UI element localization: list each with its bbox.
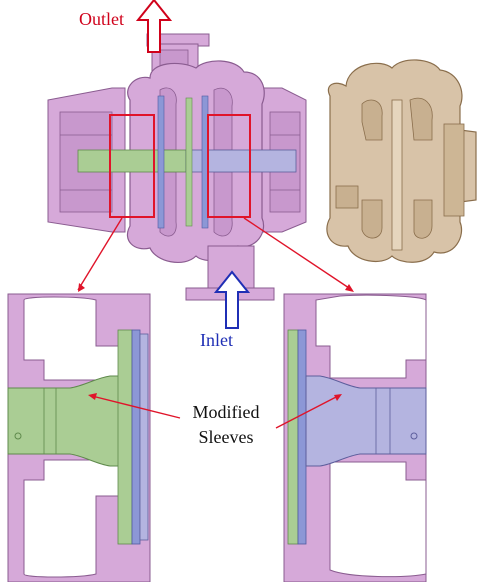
- inner-cavity-right: [213, 87, 233, 151]
- outlet-arrow: [135, 0, 173, 53]
- inlet-label: Inlet: [200, 330, 233, 350]
- callout-arrowhead-right: [334, 394, 342, 401]
- sleeve-left: [7, 375, 123, 467]
- modified-sleeves-label: Modified Sleeves: [192, 402, 260, 447]
- inlet-arrow: [213, 270, 251, 329]
- inner-cavity-right-lower: [213, 171, 233, 237]
- zoom-arrow-right: [345, 284, 354, 292]
- zoom-panel-right: [283, 293, 427, 582]
- pump-assembly: [47, 33, 354, 301]
- casing-section-view: [326, 59, 477, 263]
- callout-arrow-right: [275, 395, 339, 429]
- callout-arrowhead-left: [88, 393, 97, 400]
- highlight-box-right: [207, 114, 251, 218]
- impeller-2: [185, 97, 193, 227]
- sleeve-right: [305, 375, 427, 467]
- outlet-label: Outlet: [79, 9, 124, 29]
- impeller-1: [157, 95, 165, 229]
- zoom-line-left: [77, 217, 123, 291]
- zoom-arrow-left: [78, 283, 85, 292]
- shaft-left: [77, 149, 187, 173]
- zoom-line-right: [243, 217, 353, 291]
- zoom-panel-left: [7, 293, 151, 582]
- callout-arrow-left: [91, 395, 181, 419]
- highlight-box-left: [109, 114, 155, 218]
